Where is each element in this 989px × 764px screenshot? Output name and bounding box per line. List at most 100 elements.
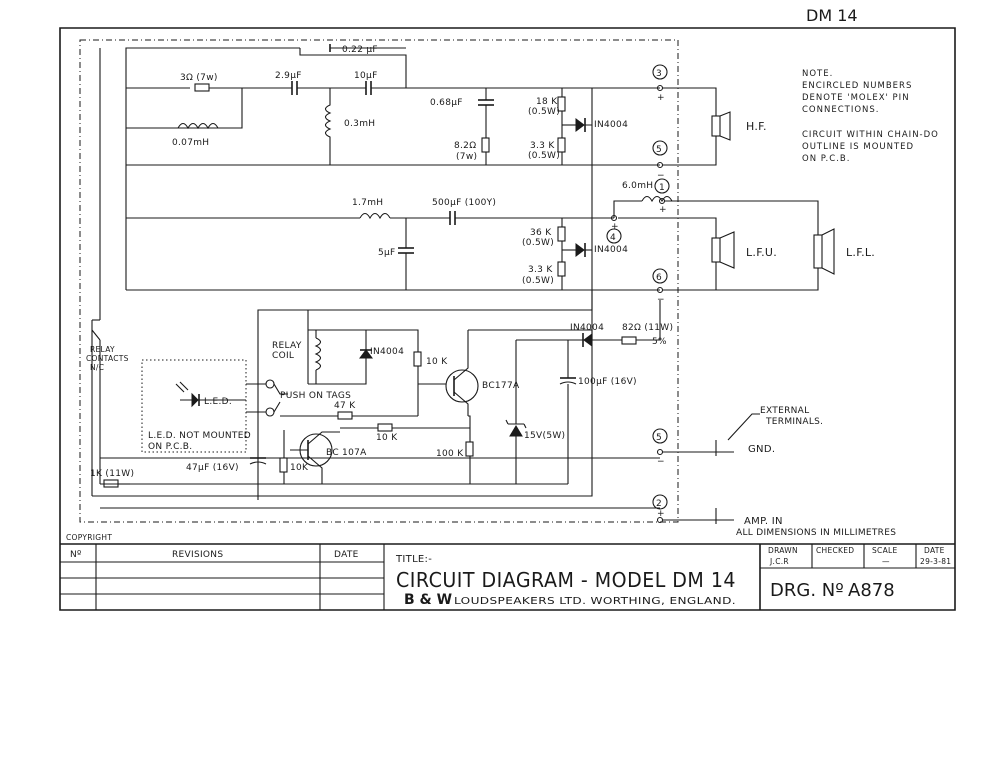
drg-label: DRG. Nº — [770, 580, 844, 601]
scale-label: SCALE — [872, 546, 898, 555]
note-line: CIRCUIT WITHIN CHAIN-DO — [802, 130, 939, 140]
label-r-18k: 18 K — [536, 97, 558, 107]
pin-1[interactable]: 1 + — [654, 178, 670, 215]
external-terminals: EXTERNAL TERMINALS. GND. AMP. IN ALL DIM… — [662, 406, 896, 538]
note-line: DENOTE 'MOLEX' PIN — [802, 93, 910, 103]
company-name: LOUDSPEAKERS LTD. WORTHING, ENGLAND. — [454, 596, 736, 607]
label-r-82-tol: 5% — [652, 337, 667, 347]
label-hf: H.F. — [746, 120, 767, 133]
label-c-10: 10μF — [354, 71, 378, 81]
label-relay-coil-2: COIL — [272, 351, 294, 361]
svg-text:3: 3 — [656, 69, 662, 79]
note-block: NOTE. ENCIRCLED NUMBERS DENOTE 'MOLEX' P… — [802, 69, 939, 164]
label-ext-1: EXTERNAL — [760, 406, 809, 416]
pin-2[interactable]: 2 + — [652, 494, 668, 524]
label-c-500: 500μF (100Y) — [432, 198, 496, 208]
checked-label: CHECKED — [816, 546, 854, 555]
label-r-36k: 36 K — [530, 228, 552, 238]
note-line: ENCIRCLED NUMBERS — [802, 81, 912, 91]
svg-text:+: + — [659, 205, 667, 215]
label-l-17: 1.7mH — [352, 198, 383, 208]
label-r-82: 82Ω (11W) — [622, 323, 673, 333]
label-relay-coil-1: RELAY — [272, 341, 302, 351]
company-brand: B & W — [404, 592, 452, 608]
svg-text:5: 5 — [656, 145, 662, 155]
label-led: L.E.D. — [204, 397, 232, 407]
label-r-10k-c: 10K — [290, 463, 309, 473]
svg-text:6: 6 — [656, 273, 662, 283]
svg-text:−: − — [657, 171, 665, 181]
label-c-100: 100μF (16V) — [578, 377, 637, 387]
label-lfu: L.F.U. — [746, 246, 777, 259]
pin-6[interactable]: 6 − — [652, 268, 668, 305]
label-c-5: 5μF — [378, 248, 396, 258]
svg-text:−: − — [657, 295, 665, 305]
pin-5-hf[interactable]: 5 − — [652, 140, 668, 181]
svg-text:+: + — [611, 222, 619, 232]
protection-section: RELAY COIL IN4004 10 K BC177A IN4004 82Ω… — [86, 48, 673, 509]
title-block: Nº REVISIONS DATE TITLE:- CIRCUIT DIAGRA… — [60, 543, 955, 610]
note-line: OUTLINE IS MOUNTED — [802, 142, 914, 152]
label-c-29: 2.9μF — [275, 71, 302, 81]
lf-drivers: L.F.U. L.F.L. — [618, 200, 875, 291]
note-line: ON P.C.B. — [802, 154, 850, 164]
label-r-1k: 1K (11W) — [90, 469, 134, 479]
label-c-47: 47μF (16V) — [186, 463, 239, 473]
label-lfl: L.F.L. — [846, 246, 875, 259]
drawing-border — [59, 27, 956, 611]
label-r-33k-a: 3.3 K — [530, 141, 555, 151]
header-revisions: REVISIONS — [172, 550, 223, 560]
label-r-18k-w: (0.5W) — [528, 107, 560, 117]
header-date: DATE — [334, 550, 359, 560]
copyright-label: COPYRIGHT — [66, 533, 112, 542]
lf-section: 1.7mH 500μF (100Y) 5μF 36 K (0.5W) 3.3 K… — [125, 165, 673, 291]
label-gnd: GND. — [748, 444, 775, 455]
pcb-outline — [79, 39, 679, 523]
label-l-03: 0.3mH — [344, 119, 375, 129]
svg-text:4: 4 — [610, 233, 616, 243]
label-d-1: IN4004 — [594, 120, 628, 130]
label-led-note-2: ON P.C.B. — [148, 442, 192, 452]
label-r-36k-w: (0.5W) — [522, 238, 554, 248]
label-relay-contacts-2: CONTACTS — [86, 354, 129, 363]
label-q-1: BC177A — [482, 381, 520, 391]
label-d-4: IN4004 — [570, 323, 604, 333]
svg-text:5: 5 — [656, 433, 662, 443]
pin-4[interactable]: + 4 — [606, 222, 622, 244]
label-d-3: IN4004 — [370, 347, 404, 357]
label-d-2: IN4004 — [594, 245, 628, 255]
label-r-33k-b-w: (0.5W) — [522, 276, 554, 286]
pin-5-gnd[interactable]: 5 − — [652, 428, 668, 467]
title-label: TITLE:- — [395, 554, 432, 565]
drg-number: A878 — [848, 580, 895, 601]
label-l-007: 0.07mH — [172, 138, 209, 148]
label-r-3: 3Ω (7w) — [180, 73, 218, 83]
label-r-100k: 100 K — [436, 449, 464, 459]
label-r-8-w: (7w) — [456, 152, 477, 162]
svg-text:+: + — [657, 509, 665, 519]
label-push-tags: PUSH ON TAGS — [280, 391, 351, 401]
hf-section: 0.22 μF 3Ω (7w) 2.9μF 10μF 0.07mH 0.3mH … — [125, 44, 660, 300]
drawing-title: CIRCUIT DIAGRAM - MODEL DM 14 — [396, 568, 736, 592]
label-r-47k: 47 K — [334, 401, 356, 411]
label-ext-2: TERMINALS. — [765, 417, 823, 427]
pin-3[interactable]: 3 + — [652, 64, 668, 103]
label-r-10k-a: 10 K — [426, 357, 448, 367]
label-r-8: 8.2Ω — [454, 141, 476, 151]
drawn-by: J.C.R — [769, 557, 789, 566]
label-r-33k-a-w: (0.5W) — [528, 151, 560, 161]
label-q-2: BC 107A — [326, 448, 367, 458]
label-dims: ALL DIMENSIONS IN MILLIMETRES — [736, 528, 896, 538]
svg-text:1: 1 — [659, 183, 665, 193]
sheet-ref: DM 14 — [806, 6, 858, 25]
label-zener: 15V(5W) — [524, 431, 565, 441]
label-c-068: 0.68μF — [430, 98, 463, 108]
drawn-label: DRAWN — [768, 546, 798, 555]
note-heading: NOTE. — [802, 69, 833, 79]
note-line: CONNECTIONS. — [802, 105, 880, 115]
scale-value: — — [882, 557, 890, 566]
label-relay-contacts-1: RELAY — [90, 345, 115, 354]
svg-text:2: 2 — [656, 499, 662, 509]
header-no: Nº — [70, 550, 82, 560]
